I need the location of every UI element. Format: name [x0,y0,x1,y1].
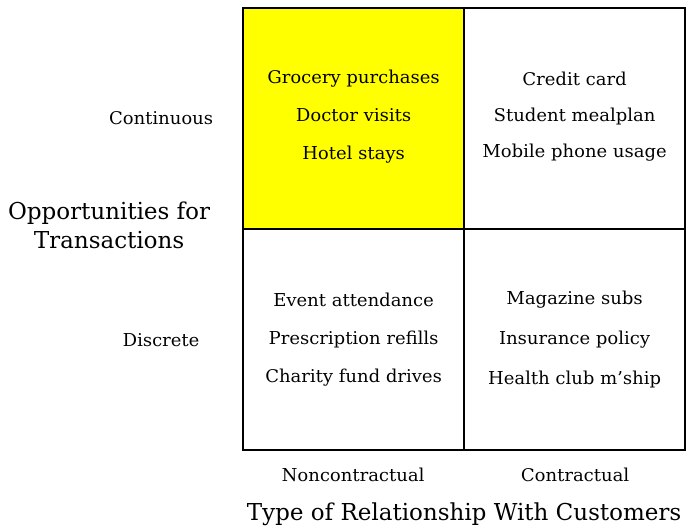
cell-discrete-contractual: Magazine subs Insurance policy Health cl… [464,229,686,451]
cell-item: Magazine subs [506,288,643,309]
x-axis-title: Type of Relationship With Customers [246,500,682,526]
cell-item: Health club m’ship [488,368,661,389]
cell-discrete-noncontractual: Event attendance Prescription refills Ch… [242,229,464,451]
column-label-contractual: Contractual [520,465,630,486]
cell-item: Event attendance [273,290,434,311]
cell-continuous-contractual: Credit card Student mealplan Mobile phon… [464,7,686,229]
cell-item: Student mealplan [493,105,656,126]
cell-item: Doctor visits [295,105,412,126]
cell-item: Hotel stays [302,143,405,164]
cell-item: Prescription refills [268,328,439,349]
row-label-continuous: Continuous [108,108,214,129]
cell-item: Credit card [522,69,627,90]
cell-item: Insurance policy [498,328,651,349]
row-label-discrete: Discrete [122,330,200,351]
cell-item: Grocery purchases [267,67,440,88]
cell-continuous-noncontractual: Grocery purchases Doctor visits Hotel st… [242,7,464,229]
column-label-noncontractual: Noncontractual [281,465,425,486]
y-axis-title: Opportunities for Transactions [7,199,211,254]
cell-item: Charity fund drives [265,366,442,387]
quadrant-matrix: Grocery purchases Doctor visits Hotel st… [242,7,686,451]
cell-item: Mobile phone usage [482,141,667,162]
